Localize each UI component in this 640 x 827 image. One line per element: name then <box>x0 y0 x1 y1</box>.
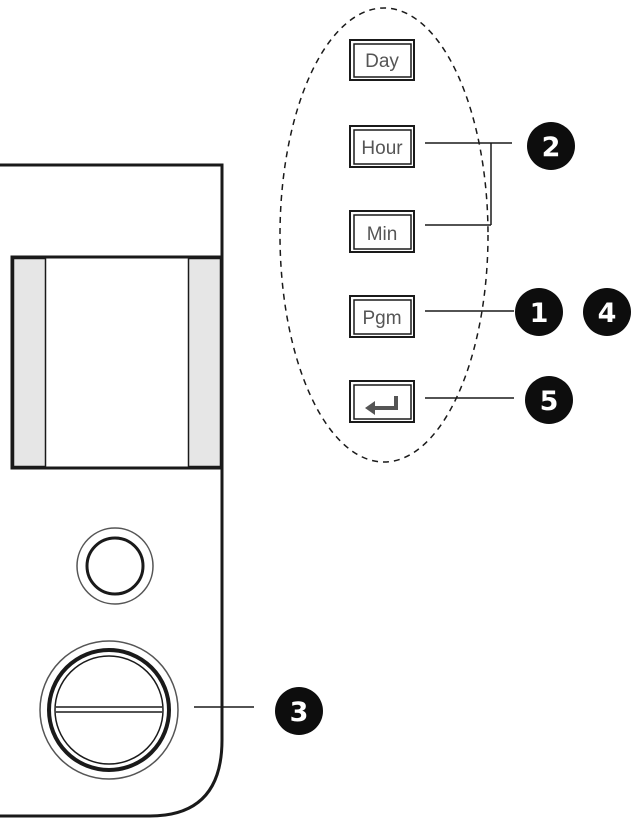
callout-5-number: 5 <box>540 386 559 417</box>
callout-1: 1 <box>515 288 563 336</box>
day-button-label: Day <box>365 51 399 72</box>
round-button[interactable] <box>76 527 154 605</box>
callout-2: 2 <box>527 122 575 170</box>
enter-arrow-icon <box>365 396 398 415</box>
callout-3: 3 <box>275 687 323 735</box>
display-window <box>10 255 224 470</box>
display-window-right-panel <box>187 257 222 468</box>
pgm-button-label: Pgm <box>362 308 401 329</box>
callout-5: 5 <box>525 376 573 424</box>
callout-4: 4 <box>583 288 631 336</box>
hour-button[interactable]: Hour <box>349 125 415 168</box>
rotary-knob[interactable] <box>39 640 179 780</box>
callout-4-number: 4 <box>598 298 617 329</box>
day-button[interactable]: Day <box>349 39 415 81</box>
min-button[interactable]: Min <box>349 210 415 253</box>
callout-3-number: 3 <box>290 697 309 728</box>
keypad-dashed-outline <box>279 7 489 463</box>
min-button-label: Min <box>367 224 398 245</box>
leader-lines <box>194 142 514 708</box>
callout-2-number: 2 <box>542 132 561 163</box>
pgm-button[interactable]: Pgm <box>349 295 415 338</box>
display-window-left-panel <box>12 257 47 468</box>
callout-1-number: 1 <box>530 298 549 329</box>
hour-button-label: Hour <box>361 138 403 159</box>
device-housing-outline <box>0 163 224 818</box>
enter-button[interactable] <box>349 380 415 423</box>
